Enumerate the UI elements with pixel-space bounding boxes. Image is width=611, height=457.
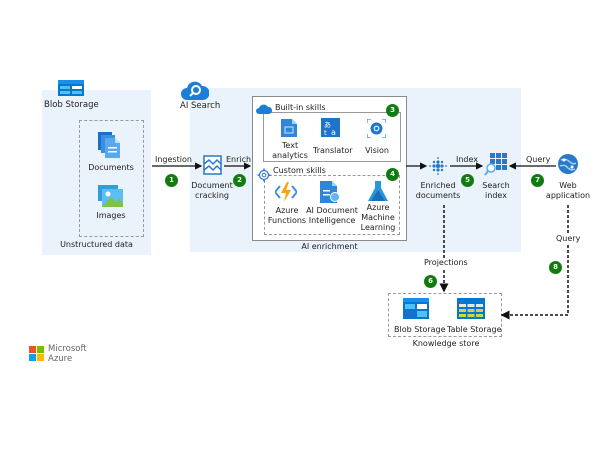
step-badge-2: 2: [233, 174, 246, 187]
text-analytics-icon: [281, 119, 297, 137]
knowledge-store-label: Knowledge store: [412, 339, 480, 348]
translator-label: Translator: [313, 146, 353, 155]
translator-icon: あ a t: [321, 118, 340, 137]
ai-document-intelligence-label: AI Document Intelligence: [306, 206, 358, 225]
ingestion-label: Ingestion: [155, 155, 192, 164]
blob-storage-title: Blob Storage: [44, 100, 99, 110]
enrich-label: Enrich: [226, 155, 252, 164]
query-label-side: Query: [556, 234, 581, 244]
custom-skills-gear-icon: [257, 168, 271, 182]
search-index-icon: [484, 153, 507, 176]
vision-icon: [367, 119, 386, 138]
vision-label: Vision: [365, 146, 389, 155]
query-knowledge-store-arrow: [500, 205, 569, 320]
azure-machine-learning-label: Azure Machine Learning: [360, 203, 396, 232]
knowledge-blob-storage-label: Blob Storage: [394, 325, 446, 334]
images-icon: [98, 185, 123, 207]
index-label: Index: [456, 155, 479, 164]
ai-search-title: AI Search: [180, 101, 221, 111]
text-analytics-label: Text analytics: [272, 141, 308, 160]
step-badge-3: 3: [386, 104, 399, 117]
projections-label: Projections: [424, 258, 468, 268]
enriched-documents-label: Enriched documents: [415, 181, 461, 200]
document-cracking-icon: [203, 155, 222, 175]
images-label: Images: [96, 211, 126, 220]
custom-skills-box: [264, 175, 400, 235]
ai-document-intelligence-icon: [320, 181, 340, 203]
step-badge-7: 7: [531, 174, 544, 187]
step-badge-5: 5: [461, 174, 474, 187]
table-storage-label: Table Storage: [447, 325, 502, 334]
ai-enrichment-label: AI enrichment: [301, 242, 358, 251]
svg-text:t: t: [324, 129, 327, 137]
documents-icon: [98, 132, 120, 158]
web-application-label: Web application: [545, 181, 591, 200]
custom-skills-title: Custom skills: [273, 166, 326, 175]
web-application-icon: [558, 154, 578, 174]
azure-functions-label: Azure Functions: [267, 206, 307, 225]
knowledge-blob-storage-icon: [403, 298, 429, 319]
logo-microsoft-text: Microsoft: [48, 344, 87, 354]
azure-machine-learning-icon: [368, 181, 388, 201]
unstructured-data-label: Unstructured data: [60, 240, 133, 249]
enriched-documents-icon: [429, 157, 447, 175]
search-index-label: Search index: [482, 181, 510, 200]
azure-functions-icon: [275, 182, 297, 202]
blob-storage-icon: [58, 80, 84, 96]
builtin-skills-cloud-icon: [256, 104, 272, 114]
microsoft-logo-icon: [29, 346, 44, 361]
blob-storage-region: [42, 90, 151, 255]
step-badge-6: 6: [424, 275, 437, 288]
builtin-skills-box: [263, 112, 401, 162]
svg-text:あ: あ: [324, 121, 331, 129]
svg-text:a: a: [331, 128, 336, 137]
step-badge-1: 1: [165, 174, 178, 187]
document-cracking-label: Document cracking: [191, 181, 233, 200]
documents-label: Documents: [88, 163, 134, 172]
ai-search-icon: [181, 81, 209, 100]
step-badge-4: 4: [386, 168, 399, 181]
unstructured-data-box: [79, 120, 144, 237]
step-badge-8: 8: [549, 261, 562, 274]
query-label-top: Query: [526, 155, 551, 164]
builtin-skills-title: Built-in skills: [275, 103, 326, 112]
logo-azure-text: Azure: [48, 354, 73, 364]
table-storage-icon: [457, 298, 485, 319]
